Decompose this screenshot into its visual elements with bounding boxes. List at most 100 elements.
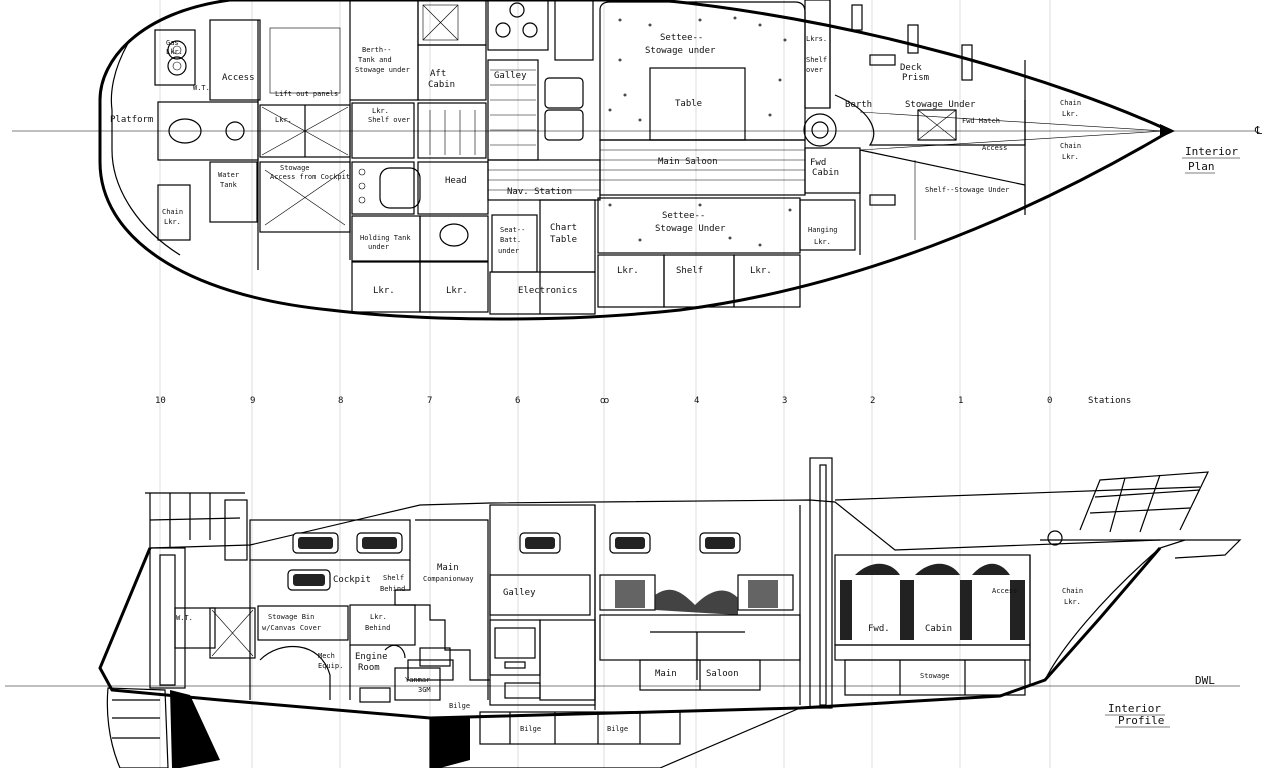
- station-4: 4: [694, 396, 699, 406]
- label-access-fwd: Access: [982, 144, 1007, 152]
- profile-label-main: Main: [655, 669, 677, 679]
- label-lkrs-1: Lkrs.: [806, 35, 827, 43]
- keel: [429, 707, 801, 768]
- profile-title-line1: Interior: [1108, 702, 1161, 715]
- settee-top-stipple: [608, 16, 787, 122]
- profile-label-stowage-bin-1: Stowage Bin: [268, 613, 314, 621]
- plan-title-line1: Interior: [1185, 145, 1238, 158]
- plan-galley-nav: [487, 0, 601, 315]
- profile-label-stowage-bin-2: w/Canvas Cover: [262, 624, 321, 632]
- profile-label-mech-equip-1: Mech: [318, 652, 335, 660]
- label-hanging-2: Lkr.: [814, 238, 831, 246]
- label-fwd-cabin-2: Cabin: [812, 168, 839, 178]
- profile-dwl-label: DWL: [1195, 674, 1215, 687]
- profile-label-shelf-behind-1: Shelf: [383, 574, 404, 582]
- saloon-cushion-dark-2: [748, 580, 778, 608]
- bilges: [430, 711, 681, 768]
- label-hanging-1: Hanging: [808, 226, 838, 234]
- station-9: 9: [250, 396, 255, 406]
- label-nav-station: Nav. Station: [507, 187, 572, 197]
- label-lkr-4: Lkr.: [750, 266, 772, 276]
- label-lkr-3: Lkr.: [617, 266, 639, 276]
- label-lkr-2: Lkr.: [446, 286, 468, 296]
- plan-mid-aft: [349, 0, 489, 313]
- engine: [259, 644, 454, 703]
- label-wt: W.T.: [193, 84, 210, 92]
- label-water-tank-1: Water: [218, 171, 239, 179]
- saloon-cushion-dark-1: [615, 580, 645, 608]
- station-2: 2: [870, 396, 875, 406]
- label-fwd-cabin-1: Fwd: [810, 158, 826, 168]
- profile-label-chain-lkr-2: Lkr.: [1064, 598, 1081, 606]
- label-seat-2: Batt.: [500, 236, 521, 244]
- label-deck-prism-1: Deck: [900, 63, 922, 73]
- profile-label-bilge-1: Bilge: [449, 702, 470, 710]
- plan-aft-compartments: [154, 19, 351, 270]
- label-fwd-hatch: Fwd Hatch: [962, 117, 1000, 125]
- label-water-tank-2: Tank: [220, 181, 238, 189]
- label-chain-lkr-4: Lkr.: [1062, 153, 1079, 161]
- label-aft-cabin-1: Aft: [430, 69, 446, 79]
- profile-label-yanmar-2: 3GM: [418, 686, 431, 694]
- profile-label-lkr-behind-2: Behind: [365, 624, 390, 632]
- label-seat-1: Seat--: [500, 226, 525, 234]
- label-aft-cabin-2: Cabin: [428, 80, 455, 90]
- stations-label: Stations: [1088, 396, 1131, 406]
- stations-row: 10 9 8 7 6 ꝏ 4 3 2 1 0 Stations: [155, 396, 1131, 406]
- profile-label-mech-equip-2: Equip.: [318, 662, 343, 670]
- label-berth-aft-2: Tank and: [358, 56, 392, 64]
- label-lift-out-panels: Lift out panels: [275, 90, 338, 98]
- profile-label-bilge-3: Bilge: [607, 725, 628, 733]
- label-head: Head: [445, 176, 467, 186]
- station-5-midship: ꝏ: [600, 396, 609, 406]
- profile-label-cockpit: Cockpit: [333, 575, 371, 585]
- label-berth-aft-1: Berth--: [362, 46, 392, 54]
- mast: [809, 457, 833, 709]
- label-chain-lkr-1: Chain: [1060, 99, 1081, 107]
- rudder: [106, 687, 169, 768]
- station-10: 10: [155, 396, 166, 406]
- profile-label-galley: Galley: [503, 588, 536, 598]
- profile-labels: W.T. Cockpit Shelf Behind Stowage Bin w/…: [176, 563, 1083, 733]
- profile-label-lkr-behind-1: Lkr.: [370, 613, 387, 621]
- label-electronics: Electronics: [518, 286, 578, 296]
- profile-label-stowage: Stowage: [920, 672, 950, 680]
- label-table: Table: [675, 99, 702, 109]
- label-deck-prism-2: Prism: [902, 73, 929, 83]
- profile-fwd-cabin: [834, 554, 1031, 696]
- label-lkrs-2: Shelf: [806, 56, 827, 64]
- profile-galley: [489, 504, 596, 710]
- plan-saloon: [597, 1, 856, 308]
- label-lkr-aft: Lkr.: [275, 116, 292, 124]
- label-lkr-shelf-1: Lkr.: [372, 107, 389, 115]
- label-holding-tank-1: Holding Tank: [360, 234, 411, 242]
- plan-labels: Gas Lkr. Platform W.T. Access Lift out p…: [110, 33, 1081, 296]
- label-main-saloon: Main Saloon: [658, 157, 718, 167]
- label-settee-bottom-1: Settee--: [662, 211, 705, 221]
- label-chart-table-2: Table: [550, 235, 577, 245]
- profile-label-yanmar-1: Yanmar: [405, 676, 430, 684]
- interior-profile: W.T. Cockpit Shelf Behind Stowage Bin w/…: [5, 457, 1242, 768]
- label-gas-lkr-2: Lkr.: [166, 48, 183, 56]
- label-chain-lkr-aft-2: Lkr.: [164, 218, 181, 226]
- profile-label-saloon: Saloon: [706, 669, 739, 679]
- profile-label-cabin: Cabin: [925, 624, 952, 634]
- label-settee-top-2: Stowage under: [645, 46, 716, 56]
- label-chain-lkr-aft-1: Chain: [162, 208, 183, 216]
- label-shelf: Shelf: [676, 266, 703, 276]
- plan-title-line2: Plan: [1188, 160, 1215, 173]
- profile-title-line2: Profile: [1118, 714, 1164, 727]
- station-1: 1: [958, 396, 963, 406]
- profile-label-shelf-behind-2: Behind: [380, 585, 405, 593]
- station-0: 0: [1047, 396, 1052, 406]
- label-berth-fwd: Berth: [845, 100, 872, 110]
- label-stowage-cockpit-1: Stowage: [280, 164, 310, 172]
- label-holding-tank-2: under: [368, 243, 389, 251]
- profile-label-bilge-2: Bilge: [520, 725, 541, 733]
- label-chart-table-1: Chart: [550, 223, 577, 233]
- label-lkrs-3: over: [806, 66, 823, 74]
- station-7: 7: [427, 396, 432, 406]
- station-3: 3: [782, 396, 787, 406]
- profile-label-access: Access: [992, 587, 1017, 595]
